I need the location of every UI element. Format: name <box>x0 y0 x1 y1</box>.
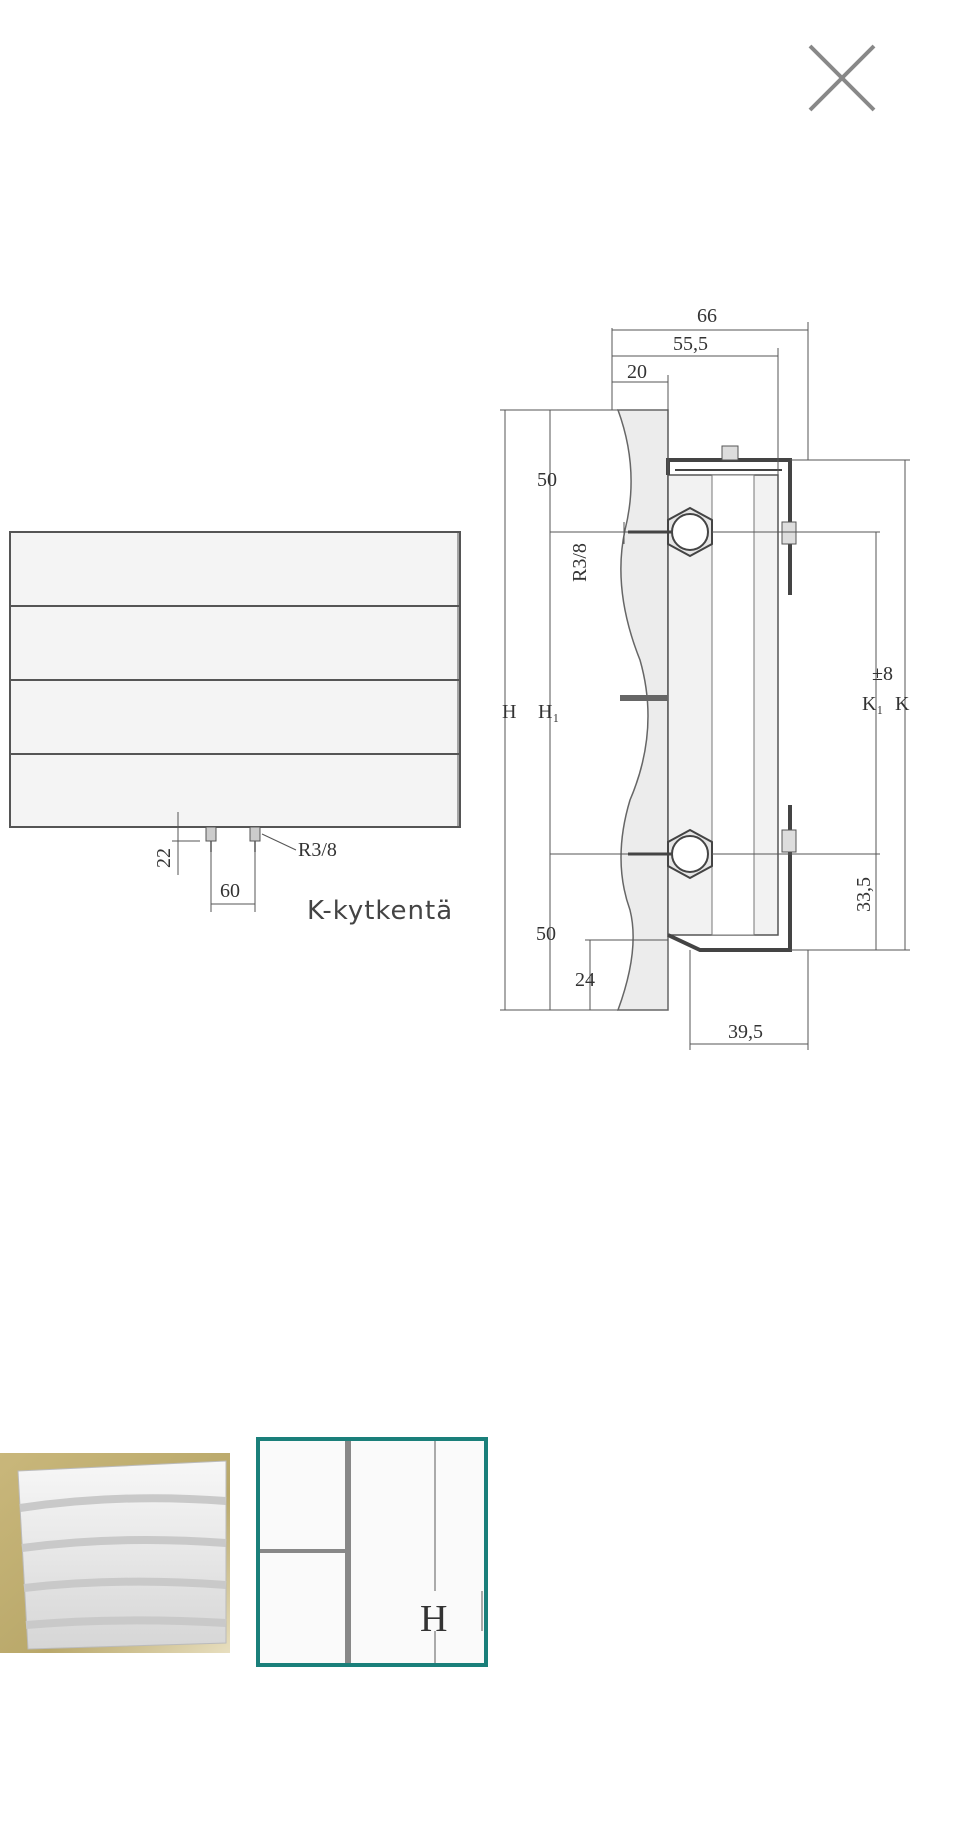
side-label-h1: H₁ <box>538 701 559 723</box>
side-dim-66: 66 <box>697 305 717 327</box>
radiator-photo-image <box>0 1453 230 1653</box>
thumbnail-technical-drawing[interactable]: H <box>256 1437 488 1667</box>
side-dim-50-bottom: 50 <box>536 923 556 945</box>
side-dim-39-5: 39,5 <box>728 1021 763 1043</box>
technical-drawing: 22 60 R3/8 <box>9 305 910 1050</box>
technical-drawing-zoom-image <box>260 1441 484 1663</box>
side-label-k1: K₁ <box>862 693 883 715</box>
close-button[interactable] <box>806 42 878 114</box>
side-thread-label: R3/8 <box>569 543 591 582</box>
side-dim-55-5: 55,5 <box>673 333 708 355</box>
front-dim-60: 60 <box>220 880 240 902</box>
side-label-pm8: ±8 <box>872 663 893 685</box>
side-view <box>500 322 910 1050</box>
side-dim-50-top: 50 <box>537 469 557 491</box>
front-view <box>9 531 461 912</box>
side-dim-24: 24 <box>575 969 595 991</box>
thumbnail-label-h: H <box>420 1598 448 1640</box>
connection-caption: K-kytkentä <box>307 896 454 926</box>
side-label-k: K <box>895 693 910 715</box>
side-dim-33-5: 33,5 <box>853 877 875 912</box>
thumbnail-radiator-photo[interactable] <box>0 1453 230 1653</box>
front-dim-22: 22 <box>153 848 175 868</box>
side-label-h: H <box>502 701 516 723</box>
side-dim-20: 20 <box>627 361 647 383</box>
close-icon <box>808 44 876 112</box>
thumbnail-strip: H <box>0 1425 960 1667</box>
front-thread-label: R3/8 <box>298 839 337 861</box>
image-viewer: 22 60 R3/8 <box>0 300 960 1080</box>
